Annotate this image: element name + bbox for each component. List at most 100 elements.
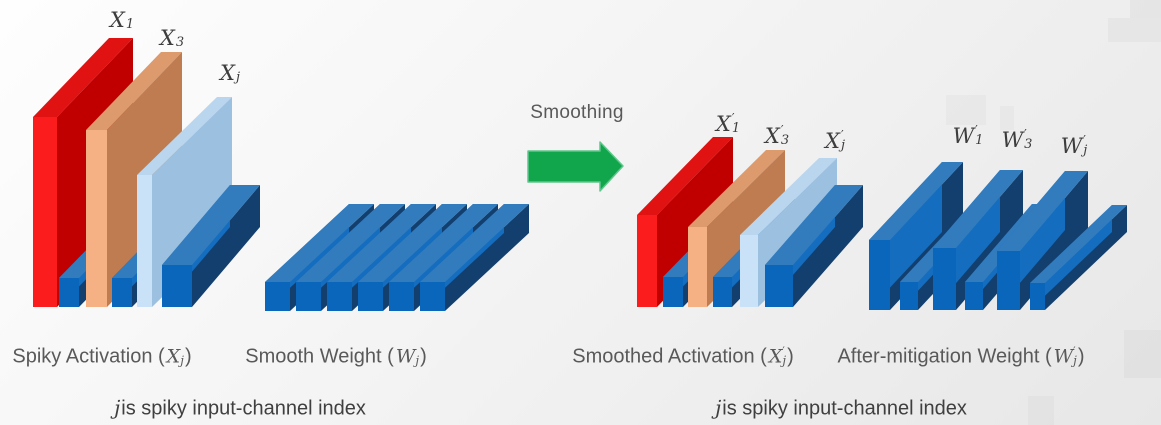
note-math: j [715,395,722,420]
label-sub: 1 [125,17,135,32]
label-prime: ′ [840,128,844,142]
slab-top-face [137,97,232,175]
caption-after-mitigation-weight: After-mitigation Weight (W′j) [837,346,1084,369]
label-scripts: ′j [840,128,845,152]
bar-front-face [296,282,321,311]
note-text: is spiky input-channel index [121,397,366,420]
label-prime: ′ [731,111,735,125]
caption-math-prime: ′ [1073,344,1076,358]
bar-top-face [389,204,498,282]
bar-front-face [162,265,192,307]
bar-front-face [327,282,352,311]
bg-patch [1028,396,1054,425]
caption-text: After-mitigation Weight ( [837,345,1052,368]
label-sub: j [235,70,240,85]
bar-front-face [358,282,383,311]
caption-math-base: X [768,345,783,368]
group-smooth-weight [265,204,529,311]
slab-top-face [86,52,182,130]
bar-top-face [765,185,863,265]
slab-front-face [637,215,657,307]
bar-front-face [933,248,956,310]
slab-top-face [740,158,837,235]
label-scripts: ′1 [731,111,740,135]
bg-patch [946,95,986,125]
caption-math-sub: j [415,353,420,368]
label-scripts: 1 [126,9,134,31]
bg-patch [1130,0,1161,18]
label-xj-prime: X′j [825,128,845,153]
label-wj-prime: W′j [1060,133,1088,158]
label-scripts: 3 [176,27,184,49]
note-math: j [114,395,121,420]
slab-front-face [688,227,707,307]
bg-patch [1108,18,1161,42]
caption-math-base: W [1053,345,1074,368]
label-base: X [220,60,235,85]
label-w3-prime: W′3 [1002,128,1033,152]
bar-top-face [162,185,260,265]
caption-text: ) [184,345,192,368]
label-base: X [825,128,840,153]
caption-text: ) [1077,345,1085,368]
bar-front-face [389,282,414,311]
group-spiky-activation [33,38,260,307]
bar-dark-side-face [445,204,529,311]
label-prime: ′ [1083,133,1087,147]
label-sub: 3 [1024,137,1033,152]
caption-math-sub: j [180,353,184,368]
label-sub: 1 [975,133,984,148]
label-base: X [109,7,125,32]
label-scripts: ′j [1083,133,1088,158]
bar-top-face [869,162,963,240]
bar-front-face [112,278,132,307]
label-base: X [159,25,175,50]
bar-top-face [1030,205,1127,283]
label-sub: 3 [780,133,790,148]
bar-front-face [900,282,918,310]
bar-dark-side-face [793,185,863,307]
smoothing-arrow [527,141,624,192]
label-base: X [715,111,731,136]
slab-front-face [137,175,152,307]
caption-math-prime: ′ [782,344,785,358]
bar-top-face [933,170,1023,248]
label-base: X [764,123,780,148]
caption-text: ) [787,345,794,368]
caption-math-base: X [166,345,181,368]
caption-text: ) [420,345,427,368]
bar-dark-side-face [192,185,260,307]
bar-front-face [713,277,732,307]
label-sub: j [1083,143,1088,158]
slab-front-face [86,130,107,307]
note-left: j is spiky input-channel index [114,396,366,421]
label-x1-prime: X′1 [715,111,740,136]
bg-patch [1000,106,1014,130]
label-scripts: ′3 [780,124,790,148]
slab-top-face [637,137,733,215]
label-base: W [1060,133,1083,158]
bar-front-face [869,240,890,310]
caption-text: Smoothed Activation ( [572,345,767,368]
bar-front-face [965,282,983,310]
bar-front-face [997,251,1020,310]
label-w1-prime: W′1 [952,123,984,148]
caption-math-sub: j [1073,353,1077,368]
caption-text: Spiky Activation ( [12,345,165,368]
label-scripts: j [236,62,240,84]
bar-top-face [327,204,436,282]
group-after-mitigation-weight [869,162,1127,310]
caption-math-scripts: ′j [1073,344,1077,368]
caption-text: Smooth Weight ( [245,345,394,368]
slab-front-face [33,117,57,307]
label-base: W [952,123,975,148]
caption-smoothed-activation: Smoothed Activation (X′j) [572,346,794,369]
bar-top-face [296,204,405,282]
